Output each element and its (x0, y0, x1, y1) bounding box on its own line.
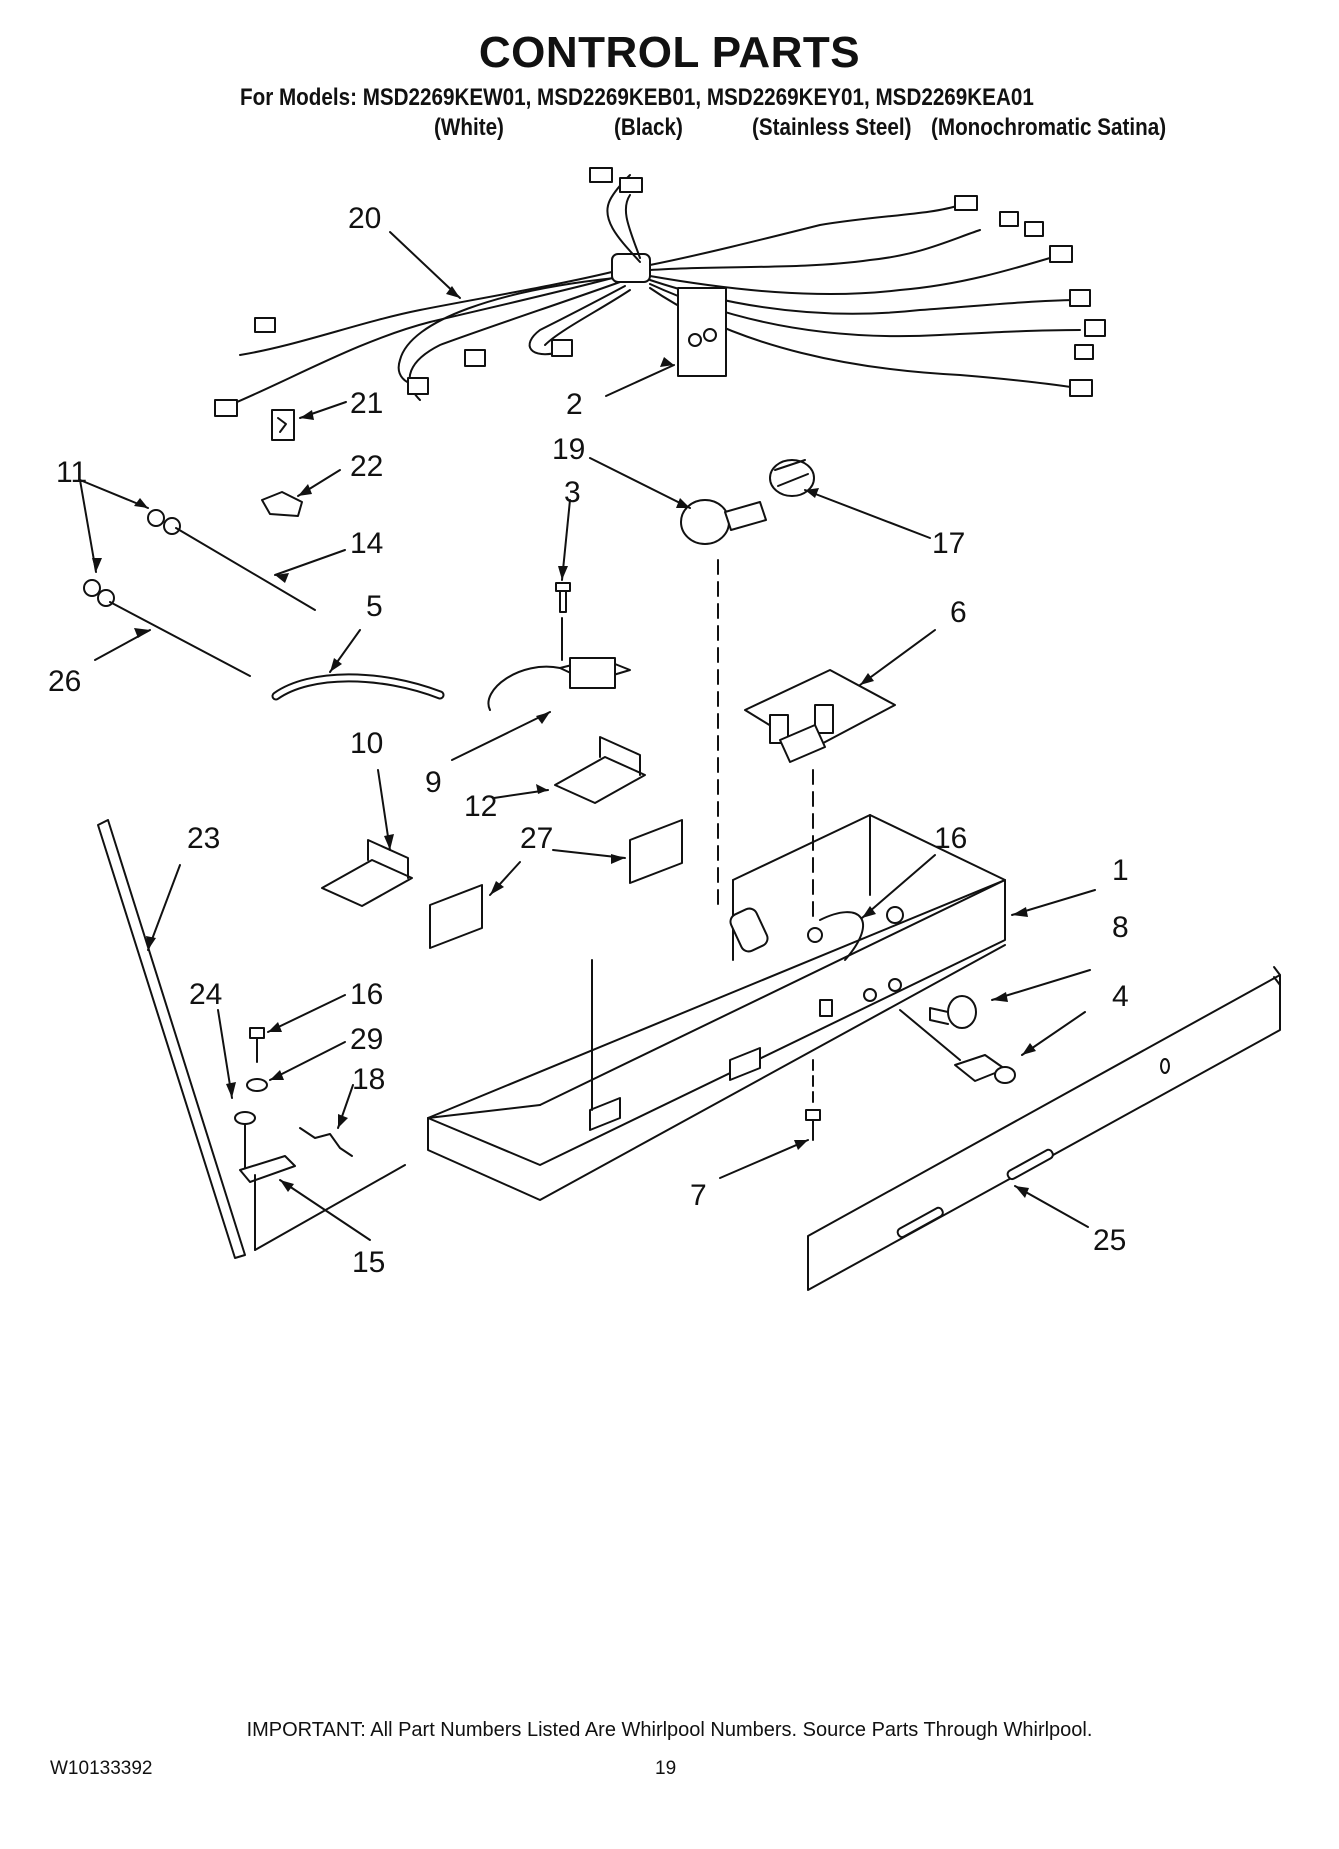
callout-24: 24 (189, 978, 222, 1011)
callout-10: 10 (350, 727, 383, 760)
trim-part-23 (97, 819, 246, 1259)
callout-6: 6 (950, 596, 967, 629)
callout-20: 20 (348, 202, 381, 235)
variant-black: (Black) (614, 114, 683, 141)
callout-3: 3 (564, 476, 581, 509)
callout-11: 11 (56, 456, 87, 489)
callout-27: 27 (520, 822, 553, 855)
switch-part-4 (899, 1009, 1016, 1084)
socket-part-17 (769, 459, 815, 497)
callout-5: 5 (366, 590, 383, 623)
callout-labels: 20 2 21 22 19 17 11 3 14 5 6 26 9 10 12 … (48, 202, 1129, 1279)
callout-23: 23 (187, 822, 220, 855)
callout-21: 21 (350, 387, 383, 420)
screw-part-3 (555, 582, 571, 613)
callout-12: 12 (464, 790, 497, 823)
variant-monochromatic: (Monochromatic Satina) (931, 114, 1167, 141)
bracket-part-10 (321, 839, 413, 907)
switch-part-9 (487, 617, 631, 711)
pad-part-2 (677, 287, 727, 377)
callout-4: 4 (1112, 980, 1129, 1013)
variant-stainless: (Stainless Steel) (752, 114, 912, 141)
rod-part-14 (175, 527, 316, 611)
callout-1: 1 (1112, 854, 1129, 887)
bracket-part-22 (261, 491, 303, 517)
callout-16-bottom: 16 (350, 978, 383, 1011)
models-line: For Models: MSD2269KEW01, MSD2269KEB01, … (240, 84, 1034, 111)
callout-16-top: 16 (934, 822, 967, 855)
callout-7: 7 (690, 1179, 707, 1212)
callout-18: 18 (352, 1063, 385, 1096)
screw-part-7 (805, 1059, 821, 1141)
callout-17: 17 (932, 527, 965, 560)
hinge-hardware (234, 1027, 406, 1251)
important-note: IMPORTANT: All Part Numbers Listed Are W… (246, 1719, 1093, 1741)
callout-22: 22 (350, 450, 383, 483)
page-number: 19 (655, 1758, 677, 1779)
bracket-part-12 (554, 736, 646, 804)
labels-part-27 (429, 819, 683, 949)
page-title: CONTROL PARTS (478, 28, 861, 77)
callout-9: 9 (425, 766, 442, 799)
control-housing-part-1 (427, 559, 1006, 1201)
callout-19: 19 (552, 433, 585, 466)
callout-15: 15 (352, 1246, 385, 1279)
button-part-8 (929, 995, 977, 1029)
document-number: W10133392 (50, 1758, 153, 1779)
rod-part-26 (109, 601, 251, 677)
grommets-part-11 (83, 509, 181, 607)
callout-2: 2 (566, 388, 583, 421)
callout-29: 29 (350, 1023, 383, 1056)
callout-26: 26 (48, 665, 81, 698)
callout-14: 14 (350, 527, 383, 560)
control-board-part-6 (744, 669, 896, 921)
callout-25: 25 (1093, 1224, 1126, 1257)
leader-arrowheads (92, 286, 1036, 1198)
panel-part-25 (807, 966, 1281, 1291)
bulb-part-19 (680, 499, 767, 545)
variant-white: (White) (434, 114, 504, 141)
callout-8: 8 (1112, 911, 1129, 944)
clip-part-21 (271, 409, 295, 441)
